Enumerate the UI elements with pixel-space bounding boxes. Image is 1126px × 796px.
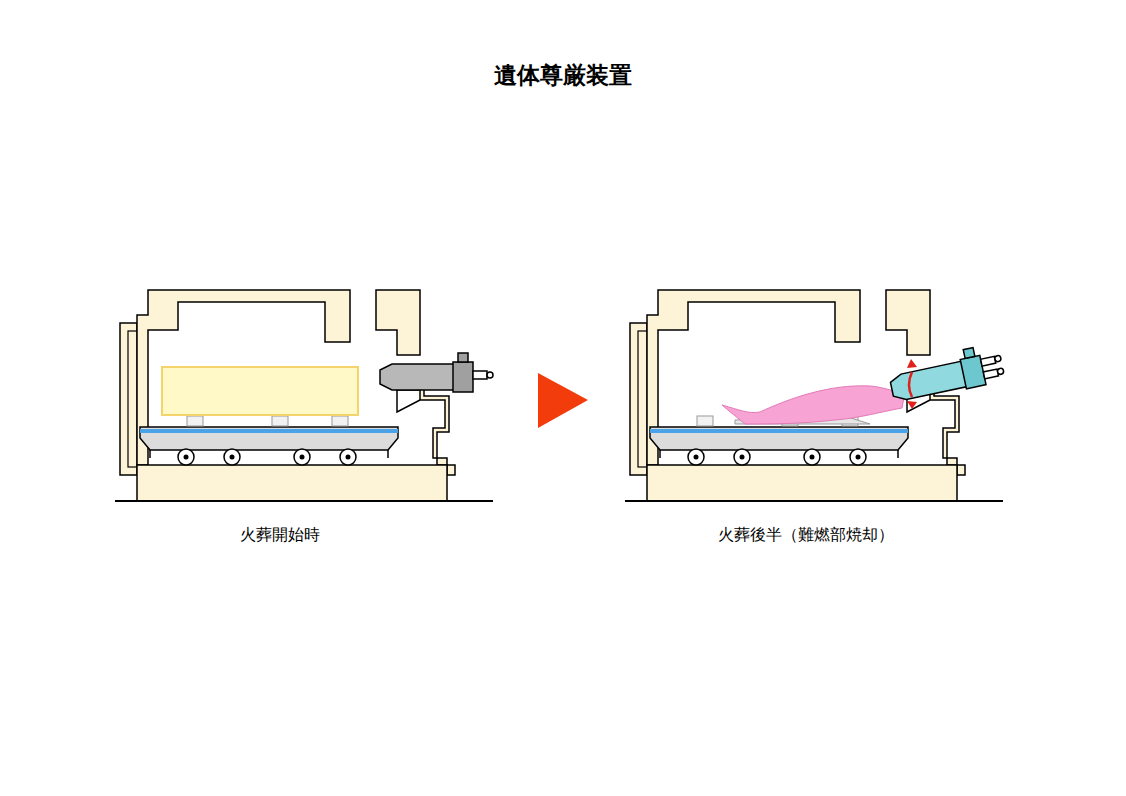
panel-caption: 火葬後半（難燃部焼却） [718,525,894,546]
tilt-arrow [909,372,912,397]
burner [887,342,1006,404]
tilt-arrow-head [907,401,917,409]
burner [380,353,493,392]
furnace [115,290,493,501]
furnace [625,290,1003,501]
progress-arrow [538,373,588,428]
diagram-title: 遺体尊厳装置 [494,60,632,91]
panel-caption: 火葬開始時 [240,525,320,546]
coffin [162,367,358,415]
tilt-arrow-head [907,359,917,368]
flame [722,386,905,424]
